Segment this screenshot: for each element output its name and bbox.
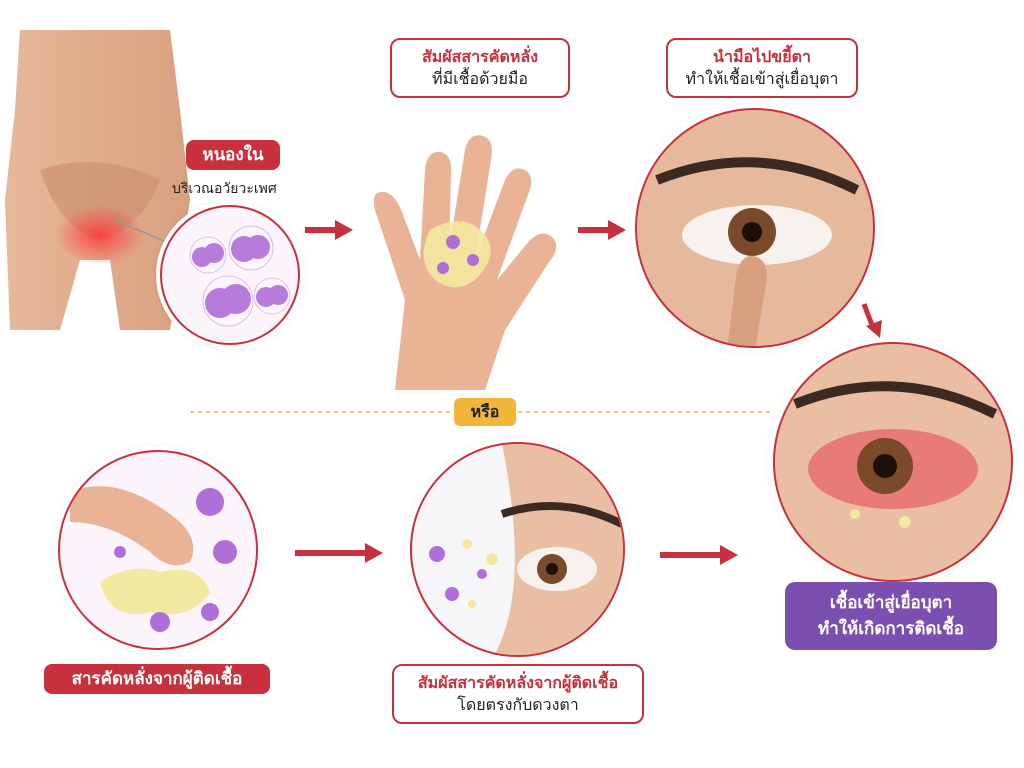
result-line1: เชื้อเข้าสู่เยื่อบุตา (829, 593, 953, 613)
touch-label-line1: สัมผัสสารคัดหลั่ง (421, 47, 539, 66)
result-box: เชื้อเข้าสู่เยื่อบุตา ทำให้เกิดการติดเชื… (785, 582, 997, 650)
bacteria-circle (160, 205, 300, 345)
direct-contact-label: สัมผัสสารคัดหลั่งจากผู้ติดเชื้อ โดยตรงกั… (392, 664, 644, 724)
rub-label-line1: นำมือไปขยี้ตา (713, 47, 811, 66)
arrow-right-icon (305, 220, 353, 240)
secretion-circle (58, 450, 258, 650)
infected-eye-circle (773, 342, 1013, 582)
or-badge: หรือ (454, 398, 516, 426)
arrow-right-icon (295, 543, 383, 563)
hand-illustration (335, 120, 585, 390)
direct-eye-circle (410, 442, 625, 657)
source-title-badge: หนองใน (186, 140, 280, 170)
source-subtitle: บริเวณอวัยวะเพศ (172, 181, 277, 197)
body-illustration (0, 30, 200, 330)
touch-label: สัมผัสสารคัดหลั่ง ที่มีเชื้อด้วยมือ (390, 38, 570, 98)
touch-label-line2: ที่มีเชื้อด้วยมือ (432, 69, 528, 88)
eye-rubbing-circle (635, 108, 875, 348)
rub-label-line2: ทำให้เชื้อเข้าสู่เยื่อบุตา (685, 69, 839, 88)
direct-contact-line1: สัมผัสสารคัดหลั่งจากผู้ติดเชื้อ (417, 673, 619, 692)
arrow-right-icon (660, 545, 738, 565)
arrow-right-icon (578, 220, 626, 240)
result-line2: ทำให้เกิดการติดเชื้อ (817, 619, 964, 639)
direct-contact-line2: โดยตรงกับดวงตา (457, 695, 579, 714)
secretion-label-badge: สารคัดหลั่งจากผู้ติดเชื้อ (44, 664, 270, 694)
rub-label: นำมือไปขยี้ตา ทำให้เชื้อเข้าสู่เยื่อบุตา (666, 38, 858, 98)
arrow-down-icon (861, 303, 882, 338)
